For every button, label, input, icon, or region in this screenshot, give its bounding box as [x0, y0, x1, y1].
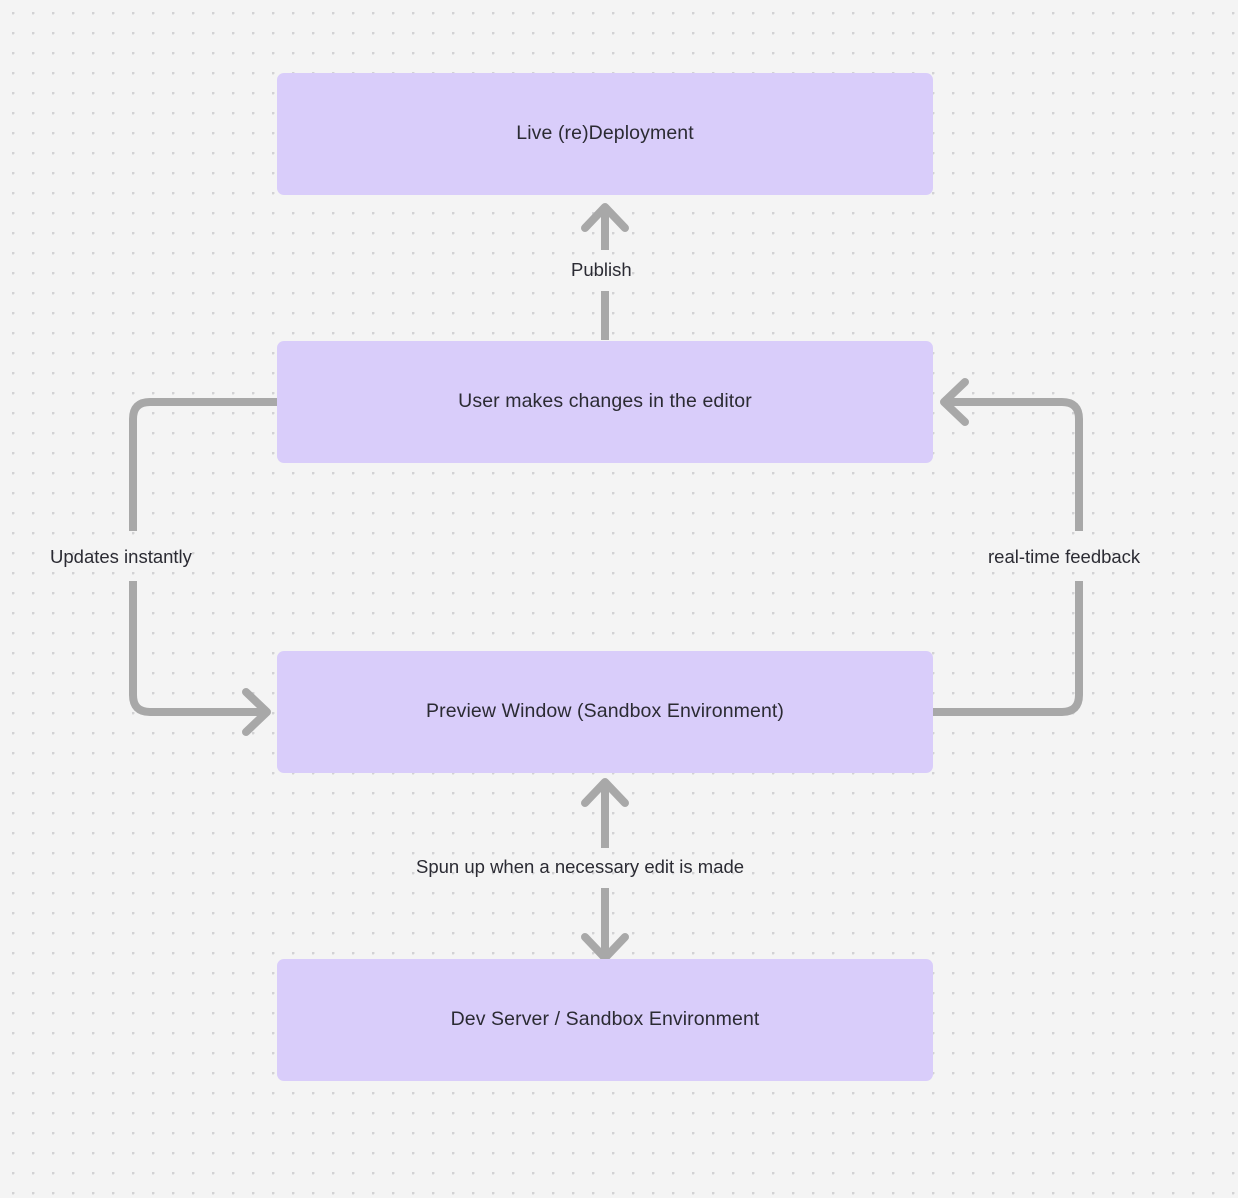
edge-real-time-feedback-arrowhead — [940, 378, 969, 426]
edge-label-real-time-feedback: real-time feedback — [988, 546, 1141, 567]
edge-updates-instantly-lower-segment — [129, 581, 264, 716]
edge-label-publish: Publish — [571, 259, 632, 280]
node-user-edits-label: User makes changes in the editor — [458, 390, 752, 413]
node-user-edits[interactable]: User makes changes in the editor — [277, 341, 933, 463]
edge-updates-instantly — [129, 398, 277, 736]
edge-spun-up-up-arrowhead — [581, 778, 629, 807]
edge-publish-arrowhead — [581, 203, 629, 232]
node-dev-server[interactable]: Dev Server / Sandbox Environment — [277, 959, 933, 1081]
edge-label-updates-instantly: Updates instantly — [50, 546, 192, 567]
edge-label-spun-up: Spun up when a necessary edit is made — [416, 856, 745, 877]
node-live-deployment-label: Live (re)Deployment — [516, 122, 694, 145]
node-preview-window[interactable]: Preview Window (Sandbox Environment) — [277, 651, 933, 773]
edge-real-time-feedback-upper-segment — [947, 398, 1083, 531]
edge-real-time-feedback-lower-segment — [933, 581, 1083, 716]
node-live-deployment[interactable]: Live (re)Deployment — [277, 73, 933, 195]
node-dev-server-label: Dev Server / Sandbox Environment — [450, 1008, 760, 1031]
edge-updates-instantly-arrowhead — [242, 688, 271, 736]
edge-spun-up-down-arrowhead — [581, 933, 629, 962]
node-preview-window-label: Preview Window (Sandbox Environment) — [426, 700, 784, 723]
edge-updates-instantly-upper-segment — [129, 398, 277, 531]
